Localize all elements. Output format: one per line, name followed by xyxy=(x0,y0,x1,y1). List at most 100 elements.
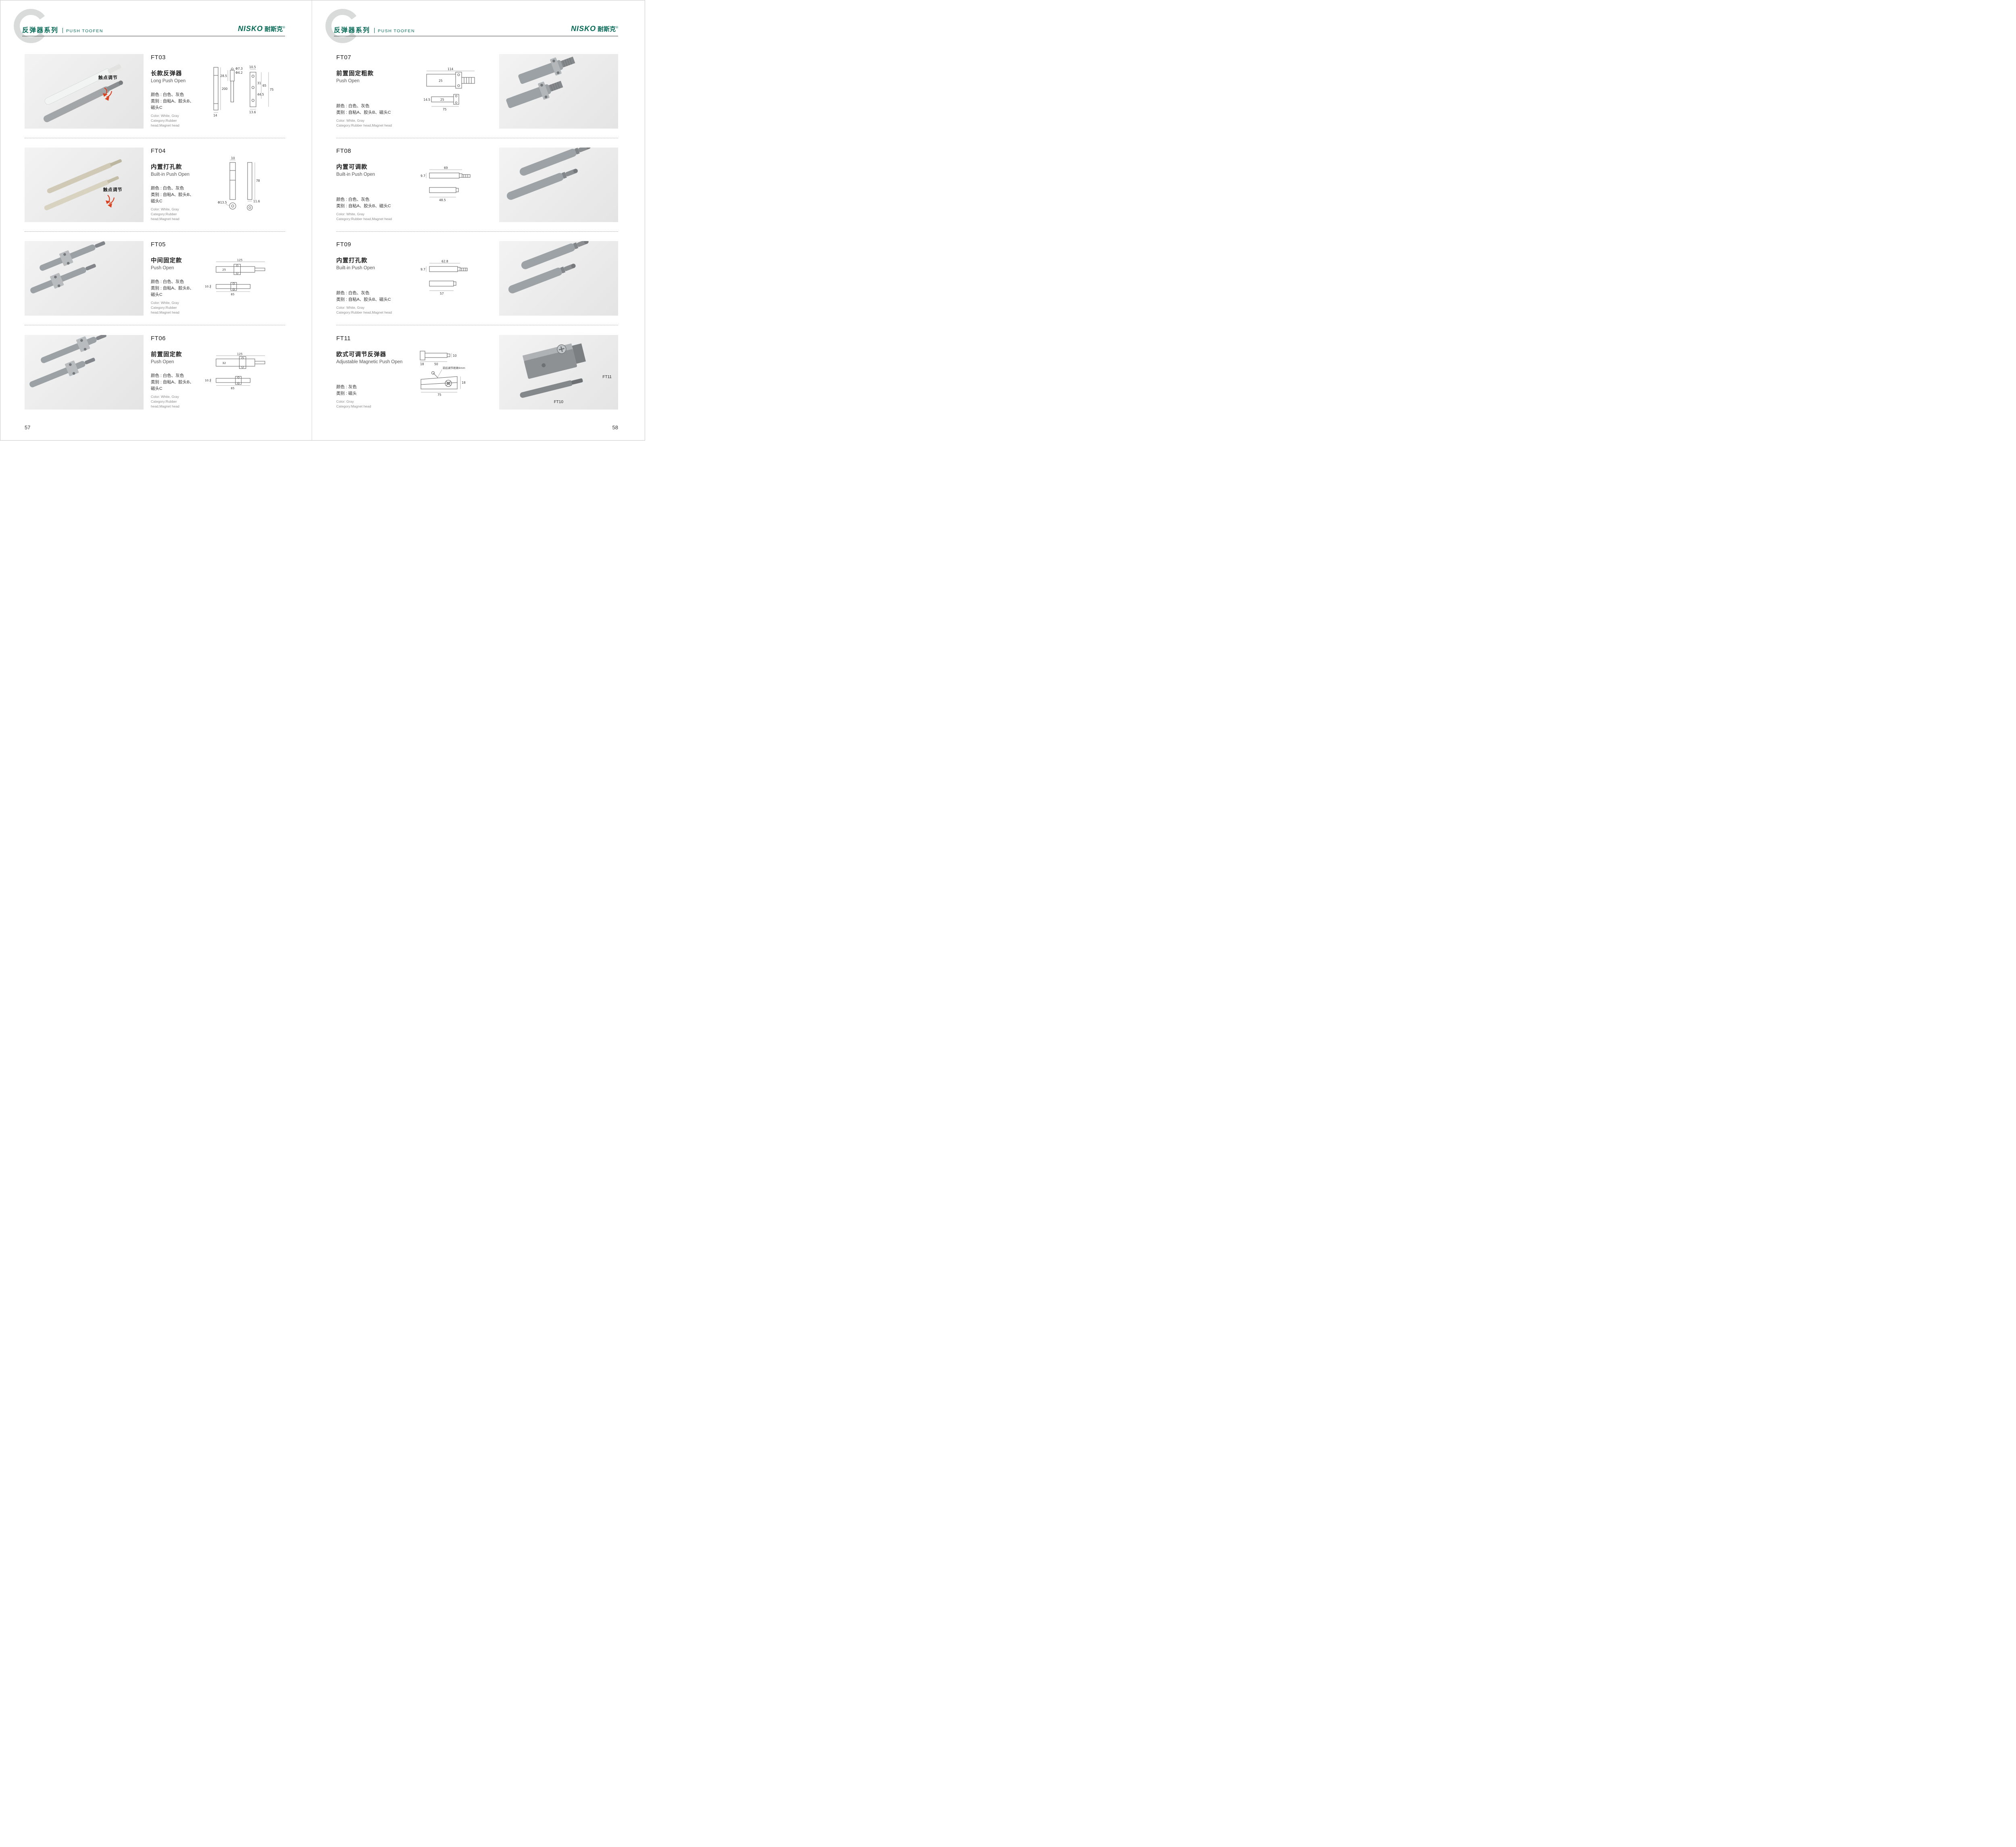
product-row-ft11: FT11 欧式可调节反弹器 Adjustable Magnetic Push O… xyxy=(336,325,618,419)
product-specs: 颜色 : 白色、灰色 类别 : 自粘A、胶头B、磁头C Color: White… xyxy=(151,92,197,129)
spec-color-cn: 颜色 : 白色、灰色 xyxy=(336,104,370,108)
product-code: FT11 xyxy=(336,335,351,342)
spec-category-en: Category:Rubber head,Magnet head xyxy=(151,212,179,221)
spec-category-en: Category:Rubber head,Magnet head xyxy=(151,399,179,408)
product-specs: 颜色 : 白色、灰色 类别 : 自粘A、胶头B、磁头C Color: White… xyxy=(151,279,197,316)
product-name-en: Push Open xyxy=(151,359,174,364)
photo-label-ft11: FT11 xyxy=(602,375,612,380)
title-divider xyxy=(62,28,63,33)
product-specs: 颜色 : 白色、灰色 类别 : 自粘A、胶头B、磁头C Color: White… xyxy=(336,103,408,129)
spec-color-cn: 颜色 : 白色、灰色 xyxy=(151,92,184,97)
photo-annotation: 触点调节 xyxy=(98,75,118,80)
dim-label: 44.5 xyxy=(257,93,264,96)
product-specs: 颜色 : 白色、灰色 类别 : 自粘A、胶头B、磁头C Color: White… xyxy=(151,185,197,222)
brand-name: NISKO xyxy=(571,25,596,33)
series-title-cn: 反弹器系列 xyxy=(22,27,59,34)
product-code: FT03 xyxy=(151,54,166,61)
spec-category-cn: 类别 : 自粘A、胶头B、磁头C xyxy=(336,204,391,208)
registered-mark: ® xyxy=(283,25,285,29)
product-info-ft03: FT03 长款反弹器 Long Push Open 颜色 : 白色、灰色 类别 … xyxy=(151,54,197,129)
dim-label: 10.2 xyxy=(205,379,211,382)
product-row-ft07: FT07 前置固定粗款 Push Open 颜色 : 白色、灰色 类别 : 自粘… xyxy=(336,45,618,138)
product-name-en: Built-in Push Open xyxy=(336,172,375,177)
spec-color-cn: 颜色 : 白色、灰色 xyxy=(151,373,184,378)
product-code: FT06 xyxy=(151,335,166,342)
spec-category-cn: 类别 : 磁头 xyxy=(336,391,357,396)
technical-drawing-ft08: 69 9.7 48.5 xyxy=(415,165,492,205)
dim-label: 14 xyxy=(213,114,217,117)
product-name-cn: 长款反弹器 xyxy=(151,71,182,77)
dim-label: 9.7 xyxy=(421,174,425,178)
product-code: FT04 xyxy=(151,148,166,154)
product-name-en: Built-in Push Open xyxy=(151,172,190,177)
product-name-en: Adjustable Magnetic Push Open xyxy=(336,359,403,364)
product-code: FT08 xyxy=(336,148,352,154)
product-name-en: Built-in Push Open xyxy=(336,266,375,270)
series-letter-c-icon xyxy=(14,9,45,43)
dim-label: 85 xyxy=(231,292,234,296)
product-name-cn: 内置打孔款 xyxy=(151,164,182,171)
spec-category-en: Category:Rubber head,Magnet head xyxy=(336,217,392,221)
spec-color-en: Color: White, Gray xyxy=(151,301,179,305)
dim-label: 75 xyxy=(270,88,274,92)
dim-label: 9.7 xyxy=(421,268,425,271)
spec-color-en: Color: White, Gray xyxy=(336,119,364,123)
product-photo-ft07 xyxy=(499,54,618,129)
product-name-en: Push Open xyxy=(151,266,174,270)
dim-label: 10.5 xyxy=(249,65,256,69)
technical-drawing-ft04: 10 78 11.6 Φ13.5 xyxy=(204,157,285,213)
spec-color-en: Color: White, Gray xyxy=(151,114,179,118)
series-letter-c-icon xyxy=(325,9,357,43)
page-number: 58 xyxy=(612,424,618,431)
dim-label: 14.5 xyxy=(423,98,430,102)
dim-label: 18 xyxy=(420,362,424,366)
product-photo-ft04: 触点调节 xyxy=(25,148,144,222)
technical-drawing-ft11: 10 18 50 18 75 前后调节距离6mm xyxy=(415,346,492,398)
spec-color-cn: 颜色 : 白色、灰色 xyxy=(336,291,370,295)
series-title-cn: 反弹器系列 xyxy=(334,27,371,34)
product-name-en: Long Push Open xyxy=(151,79,186,83)
series-title: 反弹器系列 PUSH TOOFEN xyxy=(22,25,103,34)
product-photo-ft05 xyxy=(25,241,144,316)
series-title-en: PUSH TOOFEN xyxy=(378,29,415,33)
product-info-ft09: FT09 内置打孔款 Built-in Push Open 颜色 : 白色、灰色… xyxy=(336,241,408,316)
product-name-en: Push Open xyxy=(336,79,360,83)
product-photo-ft08 xyxy=(499,148,618,222)
series-title: 反弹器系列 PUSH TOOFEN xyxy=(334,25,415,34)
technical-drawing-ft07: 114 25 14.5 25 75 xyxy=(415,67,492,116)
dim-label: 200 xyxy=(222,87,228,91)
product-specs: 颜色 : 白色、灰色 类别 : 自粘A、胶头B、磁头C Color: White… xyxy=(151,372,197,410)
product-specs: 颜色 : 白色、灰色 类别 : 自粘A、胶头B、磁头C Color: White… xyxy=(336,290,408,316)
dim-label: 62.8 xyxy=(442,260,448,263)
spec-category-cn: 类别 : 自粘A、胶头B、磁头C xyxy=(151,379,194,391)
product-specs: 颜色 : 灰色 类别 : 磁头 Color: Gray Category:Mag… xyxy=(336,384,408,410)
ft06-photo-illustration xyxy=(29,335,106,387)
dim-label: 125 xyxy=(237,352,243,356)
product-code: FT09 xyxy=(336,241,352,248)
dim-label: 25 xyxy=(439,79,443,83)
spec-category-cn: 类别 : 自粘A、胶头B、磁头C xyxy=(151,286,194,297)
brand-name-cn: 耐斯克 xyxy=(598,26,616,33)
photo-annotation: 触点调节 xyxy=(103,187,123,193)
series-title-en: PUSH TOOFEN xyxy=(66,29,103,33)
product-row-ft09: FT09 内置打孔款 Built-in Push Open 颜色 : 白色、灰色… xyxy=(336,232,618,325)
product-photo-ft09 xyxy=(499,241,618,316)
photo-label-ft10: FT10 xyxy=(554,399,564,404)
dim-label: 125 xyxy=(237,258,243,262)
spec-category-cn: 类别 : 自粘A、胶头B、磁头C xyxy=(336,297,391,302)
dim-label: Φ4.2 xyxy=(235,71,243,75)
spec-category-en: Category:Rubber head,Magnet head xyxy=(336,310,392,314)
product-name-cn: 前置固定粗款 xyxy=(336,71,374,77)
dim-label: 78 xyxy=(256,179,260,183)
ft04-photo-illustration xyxy=(44,159,122,210)
dim-label: 50 xyxy=(434,362,438,366)
product-info-ft11: FT11 欧式可调节反弹器 Adjustable Magnetic Push O… xyxy=(336,335,408,410)
product-info-ft04: FT04 内置打孔款 Built-in Push Open 颜色 : 白色、灰色… xyxy=(151,148,197,222)
